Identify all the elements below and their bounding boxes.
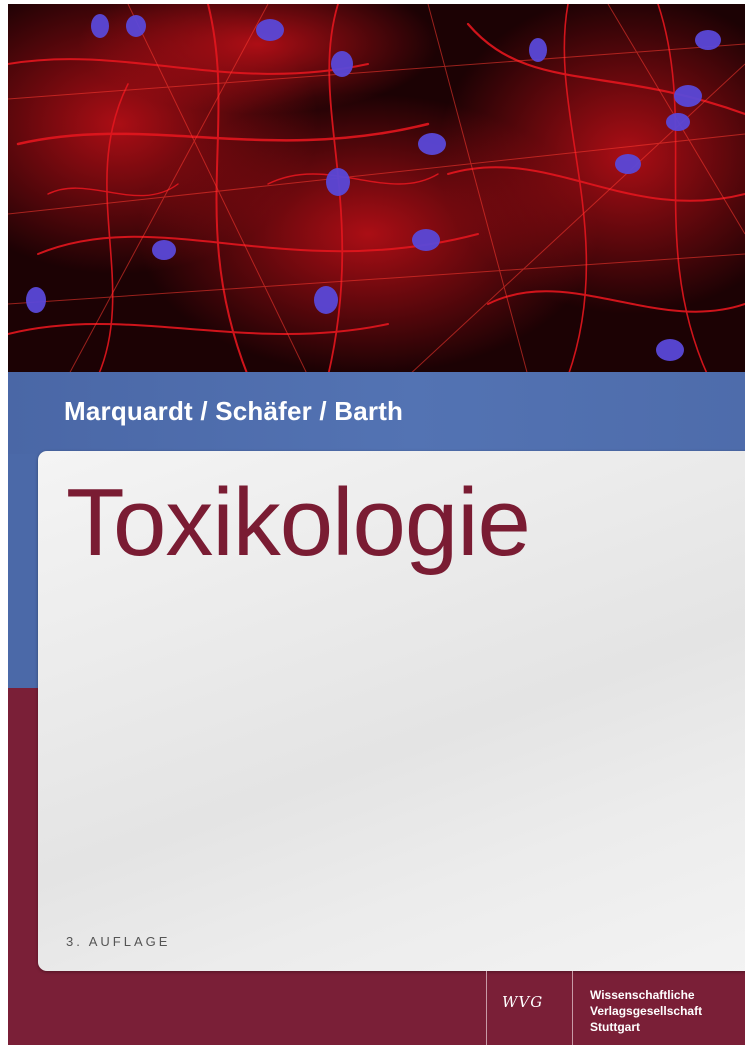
cover-title: Toxikologie	[66, 469, 531, 576]
cover-authors: Marquardt / Schäfer / Barth	[64, 396, 404, 426]
title-panel	[38, 451, 745, 971]
publisher-divider	[486, 971, 487, 1045]
publisher-line: Verlagsgesellschaft	[590, 1004, 703, 1018]
publisher-name: Wissenschaftliche Verlagsgesellschaft St…	[590, 987, 702, 1035]
edition-label: 3. AUFLAGE	[66, 934, 171, 949]
publisher-block: WVG Wissenschaftliche Verlagsgesellschaf…	[486, 971, 745, 1045]
blue-side-strip	[8, 454, 42, 688]
author-band	[8, 372, 745, 462]
book-cover: Marquardt / Schäfer / Barth Toxikologie …	[8, 4, 745, 1045]
publisher-divider	[572, 971, 573, 1045]
publisher-logo: WVG	[502, 993, 544, 1011]
publisher-line: Wissenschaftliche	[590, 988, 695, 1002]
cover-hero-image	[8, 4, 745, 376]
publisher-line: Stuttgart	[590, 1020, 640, 1034]
